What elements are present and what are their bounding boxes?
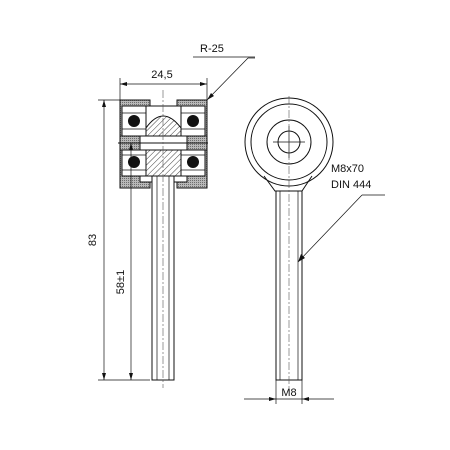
total-height-label: 83: [87, 234, 99, 246]
front-view: M8x70 DIN 444 M8: [244, 96, 385, 404]
ball-lower-left: [128, 156, 140, 168]
ball-lower-right: [187, 156, 199, 168]
shaft-height-label: 58±1: [115, 270, 127, 294]
width-label: 24,5: [151, 69, 172, 81]
radius-label: R-25: [200, 43, 224, 55]
standard-label: DIN 444: [331, 179, 371, 191]
ball-upper-left: [128, 115, 140, 127]
bolt-size-label: M8x70: [331, 163, 364, 175]
thread-label: M8: [281, 387, 296, 399]
ball-upper-right: [187, 115, 199, 127]
hub-upper-hatched: [145, 115, 182, 137]
hub-lower-hatched: [145, 149, 182, 177]
section-view: 24,5 R-25 83 58±1: [87, 43, 255, 388]
